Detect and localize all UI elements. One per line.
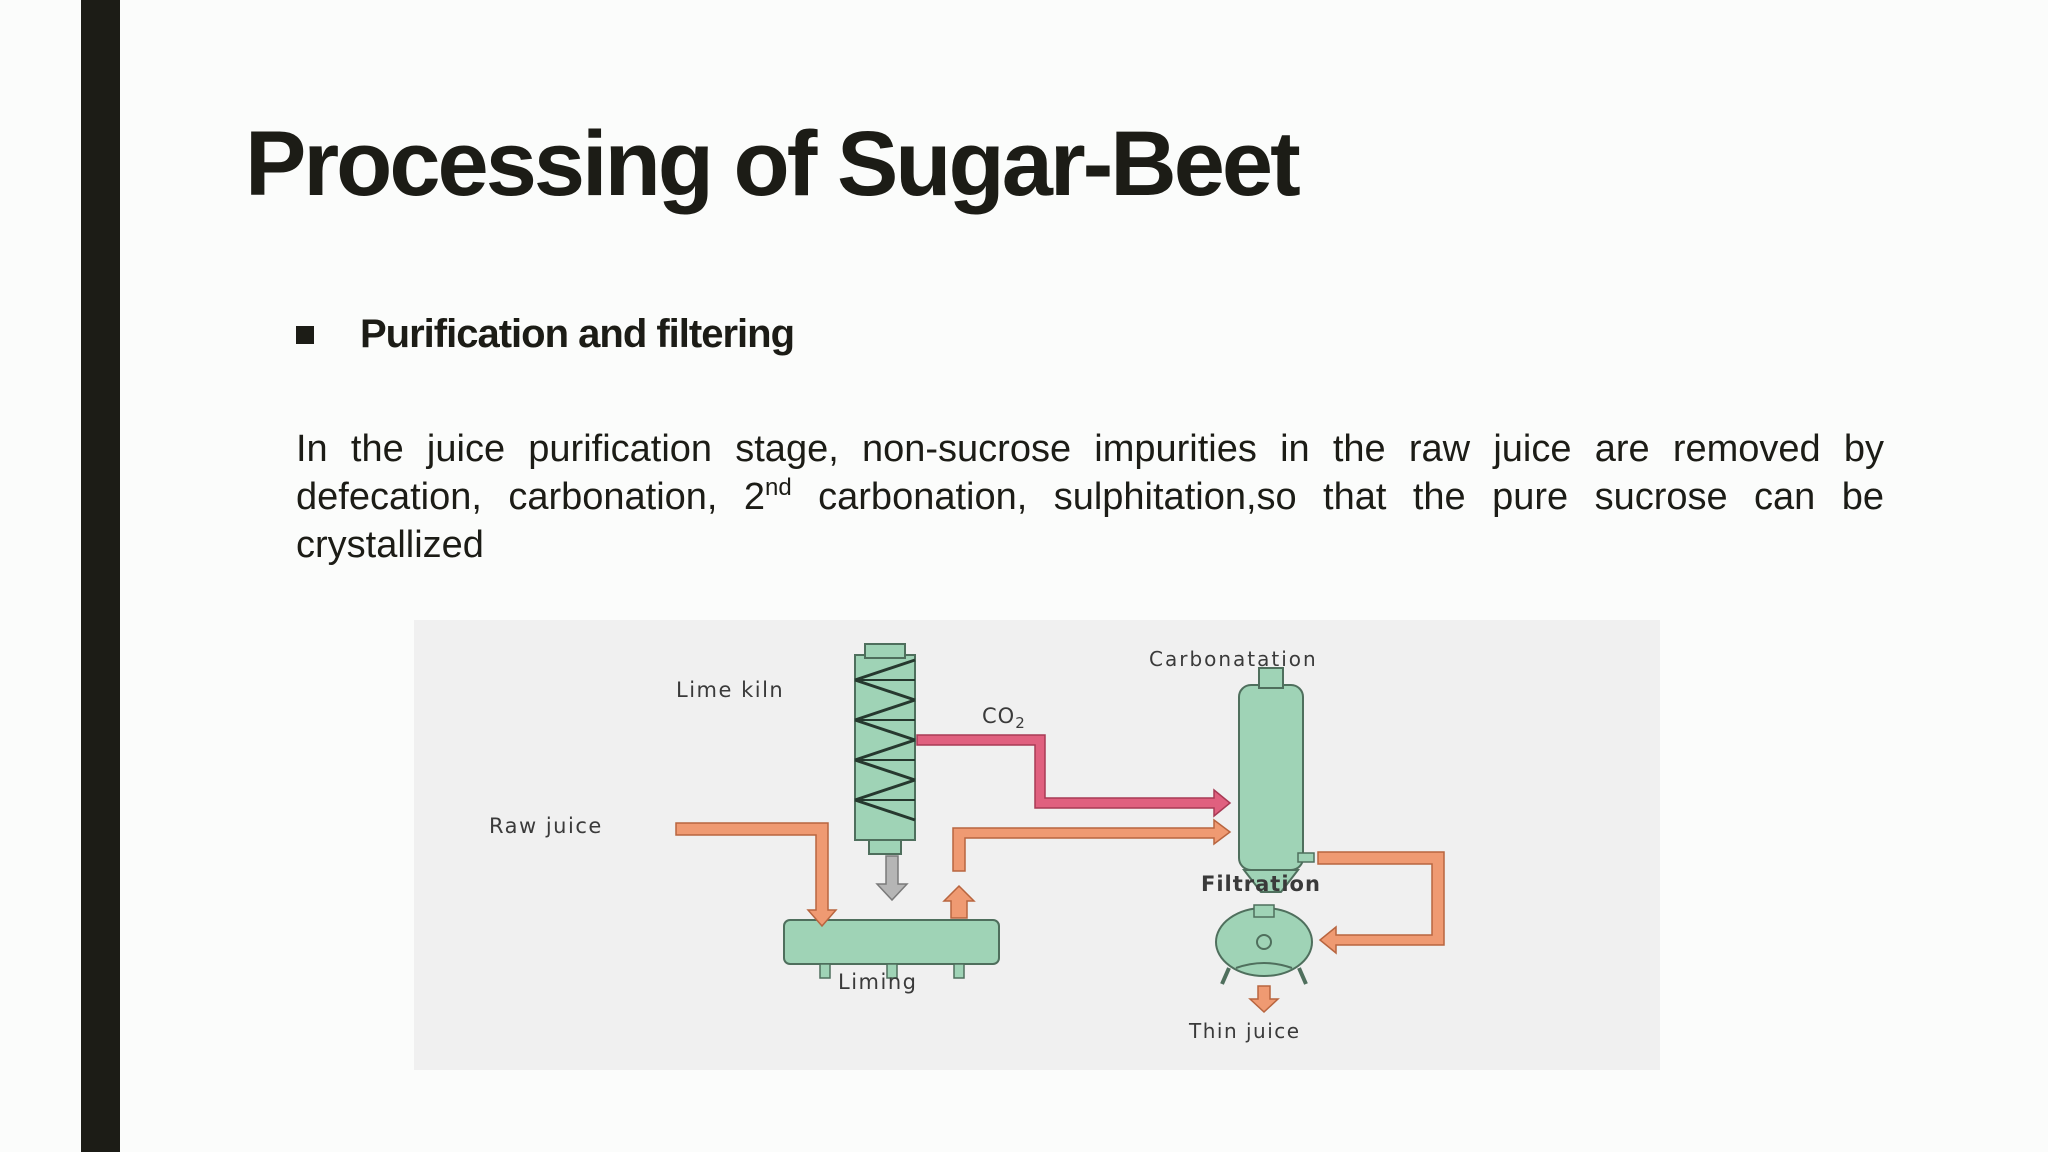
lime-kiln: [854, 643, 916, 855]
left-accent-bar: [81, 0, 120, 1152]
body-paragraph: In the juice purification stage, non-suc…: [296, 425, 1884, 569]
label-filtration: Filtration: [1201, 872, 1321, 896]
label-co2-subscript: 2: [1015, 714, 1026, 732]
filter-vessel: [1215, 904, 1313, 985]
diagram-background: [414, 620, 1660, 1070]
label-co2-main: CO: [982, 704, 1015, 728]
label-co2: CO2: [982, 704, 1026, 732]
body-text-part-2: carbonation, sulphitation,so that the pu…: [296, 476, 1884, 566]
raw-juice-arrow: [675, 822, 838, 928]
body-text-part-1: In the juice purification stage, non-suc…: [296, 428, 1884, 518]
limed-juice-transfer-arrow: [952, 818, 1232, 872]
label-liming: Liming: [838, 970, 917, 994]
label-lime-kiln: Lime kiln: [676, 678, 784, 702]
limed-juice-arrow: [942, 884, 976, 919]
carbonatation-column: [1238, 667, 1315, 893]
sugar-purification-diagram: Lime kiln CO2 Carbonatation Raw juice Fi…: [414, 620, 1660, 1070]
label-thin-juice: Thin juice: [1188, 1019, 1301, 1043]
slide-title: Processing of Sugar-Beet: [245, 113, 1301, 215]
co2-arrow: [916, 734, 1232, 818]
ordinal-suffix: nd: [765, 474, 792, 501]
liming-tank: [783, 919, 1000, 979]
label-raw-juice: Raw juice: [489, 814, 603, 838]
bullet-square-icon: [296, 325, 314, 344]
carbonatated-juice-arrow: [1317, 851, 1445, 955]
bullet-heading: Purification and filtering: [360, 312, 795, 356]
thin-juice-arrow: [1248, 985, 1280, 1014]
lime-arrow: [875, 855, 909, 902]
label-carbonatation: Carbonatation: [1149, 647, 1318, 671]
bullet-item: Purification and filtering: [296, 312, 795, 357]
